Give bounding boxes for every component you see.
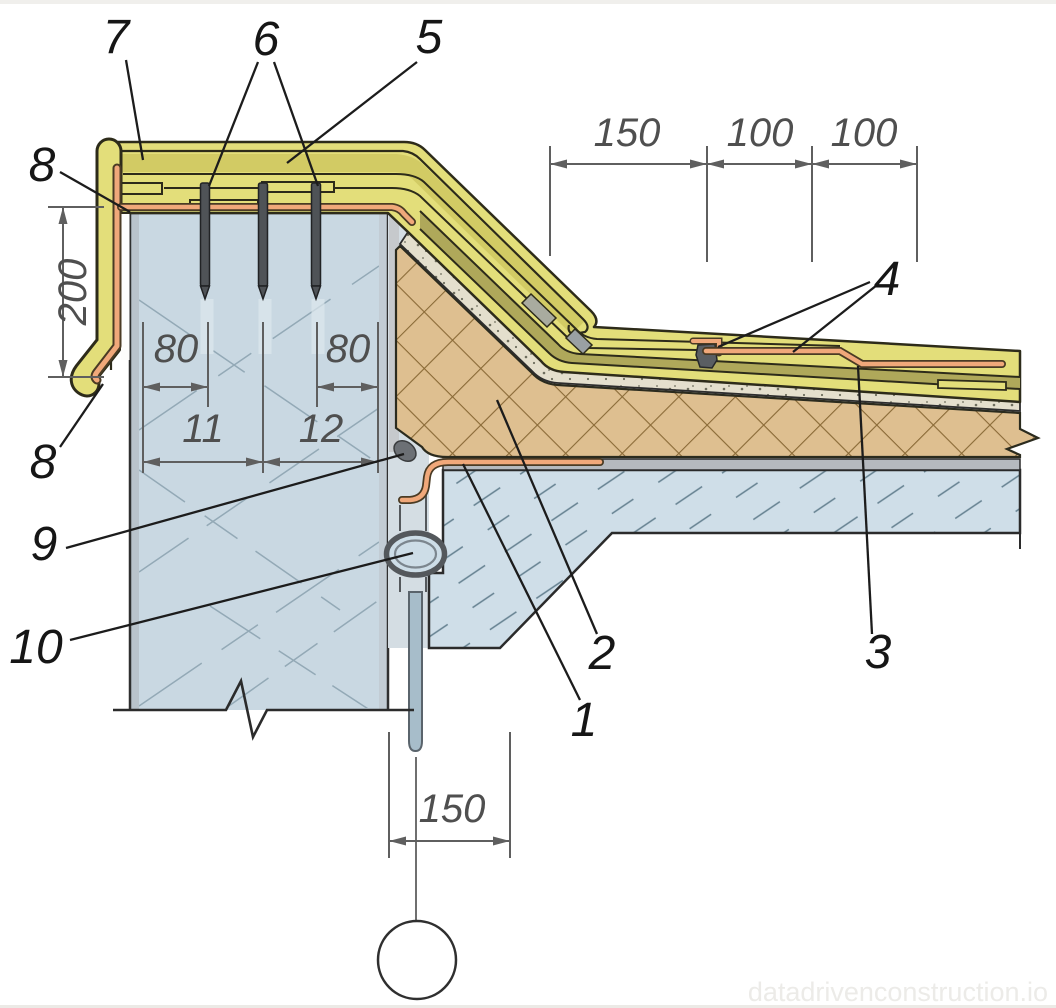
scan-artifact-top: [0, 0, 1056, 4]
callout-6: 6: [253, 13, 280, 66]
dim-top-150: 150: [594, 111, 661, 155]
callout-leaders: [59, 59, 878, 701]
concrete-slab: [427, 458, 1022, 650]
callout-9: 9: [31, 518, 58, 571]
dim-80-left: 80: [154, 327, 199, 371]
callout-7: 7: [103, 11, 132, 64]
wall-top-orange-membrane: [117, 203, 416, 226]
dimension-arrows: [58, 159, 917, 846]
anchor-pins: [199, 182, 325, 354]
wall-hatch: [139, 265, 379, 708]
parapet-cap-upturn: [69, 137, 130, 398]
membrane-end-tab: [937, 379, 1007, 391]
dim-top-100a: 100: [727, 111, 794, 155]
dim-80-right: 80: [326, 327, 371, 371]
wall-roof-corner: [383, 440, 604, 753]
apron-flashing: [92, 165, 120, 383]
callout-5: 5: [416, 11, 443, 64]
ground-break-line: [113, 677, 414, 741]
thermal-insulation: [394, 244, 1041, 459]
drip-tube: [408, 591, 423, 753]
membrane-end-tab: [261, 181, 335, 193]
scan-artifact-bottom: [0, 1005, 1056, 1008]
dim-bottom-150: 150: [419, 787, 486, 831]
detail-reference-circle: [376, 919, 458, 1001]
termination-bar: [520, 292, 558, 329]
dim-12: 12: [299, 407, 344, 451]
dim-parapet-200: 200: [51, 259, 95, 327]
dim-11: 11: [182, 407, 224, 451]
callout-3: 3: [865, 626, 892, 679]
dim-top-100b: 100: [831, 111, 898, 155]
cap-drip-shadow: [564, 327, 594, 356]
callout-10: 10: [9, 621, 63, 674]
anchor-pin: [257, 182, 272, 354]
vapor-barrier-wrap: [398, 458, 604, 504]
callout-1: 1: [571, 694, 598, 747]
callout-8-bottom: 8: [30, 436, 57, 489]
callout-2: 2: [588, 627, 616, 680]
callout-4: 4: [874, 253, 901, 306]
field-z-flashing: [689, 337, 1006, 369]
wall-face-gray-band: [389, 216, 399, 452]
watermark: datadrivenconstruction.io: [748, 977, 1048, 1007]
callout-8-top: 8: [29, 139, 56, 192]
